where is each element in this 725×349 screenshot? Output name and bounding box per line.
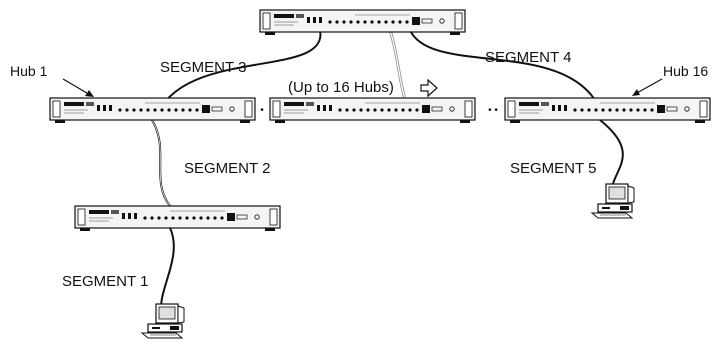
hub-16-pointer — [634, 78, 663, 95]
hub-1-label: Hub 1 — [10, 63, 48, 79]
segment-1-label: SEGMENT 1 — [62, 273, 148, 290]
top-hub-unit — [259, 9, 466, 36]
computer-icon-bottom — [141, 303, 185, 339]
hub-16-unit — [504, 97, 711, 124]
cable-segment-2 — [151, 119, 171, 207]
cable-segment-4 — [409, 29, 596, 101]
cable-segment-2-inner — [151, 119, 171, 207]
segment-3-label: SEGMENT 3 — [160, 59, 246, 76]
separator-dots-right: • • — [488, 105, 498, 116]
hub-16-label: Hub 16 — [663, 63, 708, 79]
segment-5-label: SEGMENT 5 — [510, 160, 596, 177]
cable-segment-3 — [154, 29, 322, 121]
segment-2-label: SEGMENT 2 — [184, 160, 270, 177]
hub-1-pointer-head — [85, 90, 94, 97]
computer-icon-right — [591, 183, 635, 219]
hub-16-pointer-head — [632, 89, 640, 96]
hollow-right-arrow-icon — [420, 78, 438, 98]
segment-4-label: SEGMENT 4 — [485, 49, 571, 66]
middle-hub-unit — [269, 97, 476, 124]
hub-1-unit — [49, 97, 256, 124]
separator-dot-left: • — [260, 105, 264, 116]
up-to-16-hubs-label: (Up to 16 Hubs) — [288, 79, 394, 96]
cable-top-to-middle-inner — [389, 29, 406, 100]
bottom-hub-unit — [74, 205, 281, 232]
